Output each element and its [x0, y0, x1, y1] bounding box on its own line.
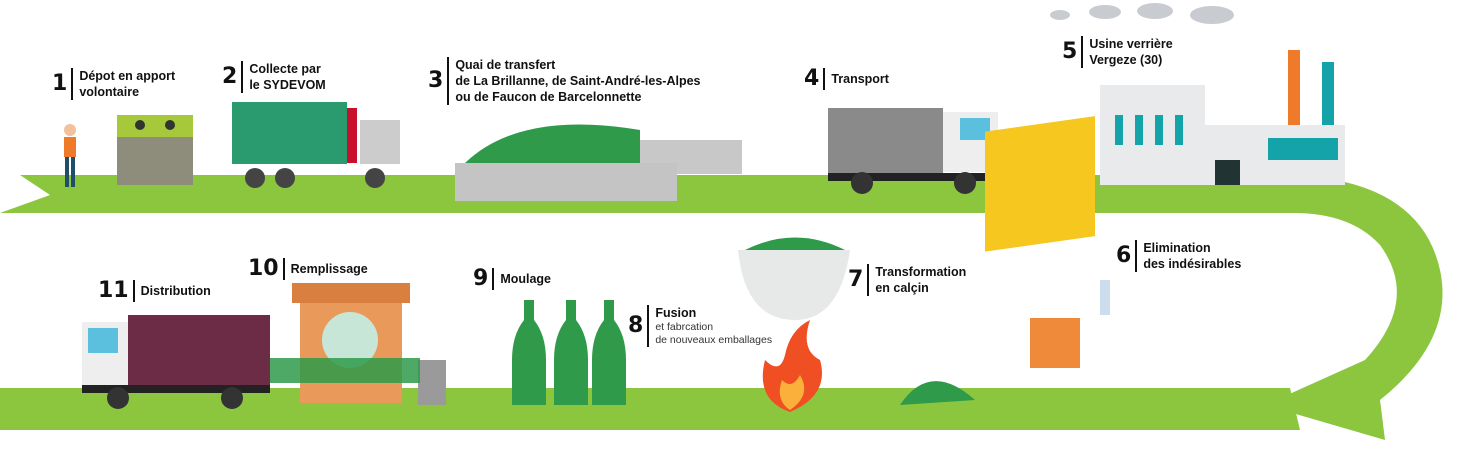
- fire-icon: [762, 320, 822, 412]
- clouds-icon: [1050, 3, 1234, 24]
- filling-machine-icon: [270, 283, 446, 405]
- cullet-bowl-icon: [738, 237, 850, 320]
- flow-band-top: [0, 175, 1443, 440]
- person-icon: [64, 124, 76, 187]
- factory-icon: [1100, 50, 1345, 185]
- flow-band-bottom: [0, 388, 1300, 430]
- collection-truck-icon: [232, 102, 400, 188]
- glass-pile-icon: [455, 124, 742, 201]
- glass-bin-icon: [117, 115, 193, 185]
- distribution-truck-icon: [82, 315, 270, 409]
- bottles-icon: [512, 300, 626, 405]
- sorting-machine-icon: [900, 116, 1110, 405]
